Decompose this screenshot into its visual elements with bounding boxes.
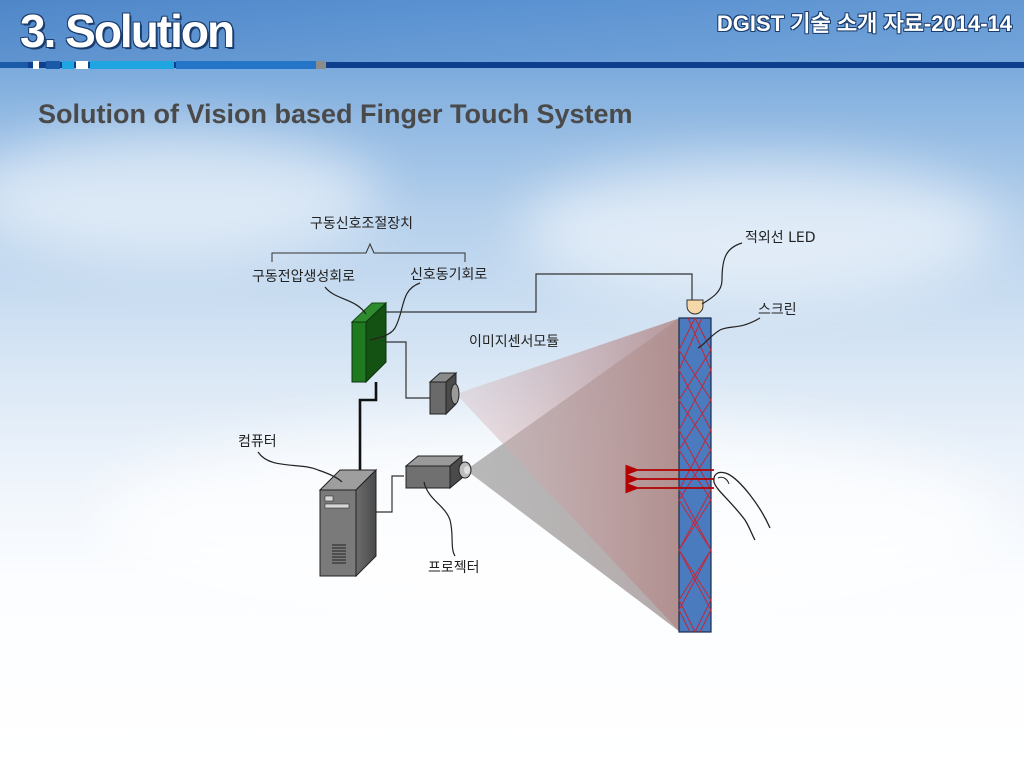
- header-band: [0, 0, 1024, 62]
- callout-line: [324, 286, 367, 315]
- section-title: 3. Solution: [20, 5, 235, 57]
- label-computer: 컴퓨터: [238, 434, 277, 450]
- reflected-ir-arrows: [625, 464, 714, 494]
- callout-line: [701, 242, 743, 305]
- document-tag: DGIST 기술 소개 자료-2014-14: [716, 11, 1012, 36]
- label-ir-led: 적외선 LED: [745, 230, 816, 246]
- drive-signal-control-board: [350, 301, 388, 384]
- label-screen: 스크린: [758, 302, 797, 318]
- header-rule: [0, 61, 1024, 69]
- background-cloud: [0, 130, 380, 260]
- callout-line: [257, 451, 343, 483]
- led-signal-wire: [386, 273, 693, 313]
- label-bracket: [271, 242, 466, 262]
- sensor-signal-wire: [386, 341, 430, 399]
- callout-line: [697, 317, 761, 349]
- label-projector: 프로젝터: [428, 560, 480, 576]
- image-sensor-camera: [428, 371, 460, 416]
- label-drive-signal-control: 구동신호조절장치: [310, 216, 413, 232]
- projector-wire: [376, 475, 404, 513]
- label-image-sensor-module: 이미지센서모듈: [469, 334, 559, 350]
- computer-cable: [358, 382, 378, 480]
- background-cloud: [520, 160, 1000, 300]
- ir-led: [686, 299, 704, 315]
- touch-screen-panel: [678, 317, 712, 633]
- projector-device: [404, 454, 472, 490]
- callout-line: [423, 481, 456, 557]
- label-signal-sync-circuit: 신호동기회로: [410, 267, 487, 283]
- slide-subtitle: Solution of Vision based Finger Touch Sy…: [38, 99, 633, 129]
- computer-tower: [318, 468, 378, 578]
- finger-outline: [713, 471, 771, 541]
- fingernail: [717, 476, 730, 485]
- image-sensor-view: [456, 318, 680, 632]
- callout-line: [369, 282, 421, 341]
- label-drive-voltage-circuit: 구동전압생성회로: [252, 269, 355, 285]
